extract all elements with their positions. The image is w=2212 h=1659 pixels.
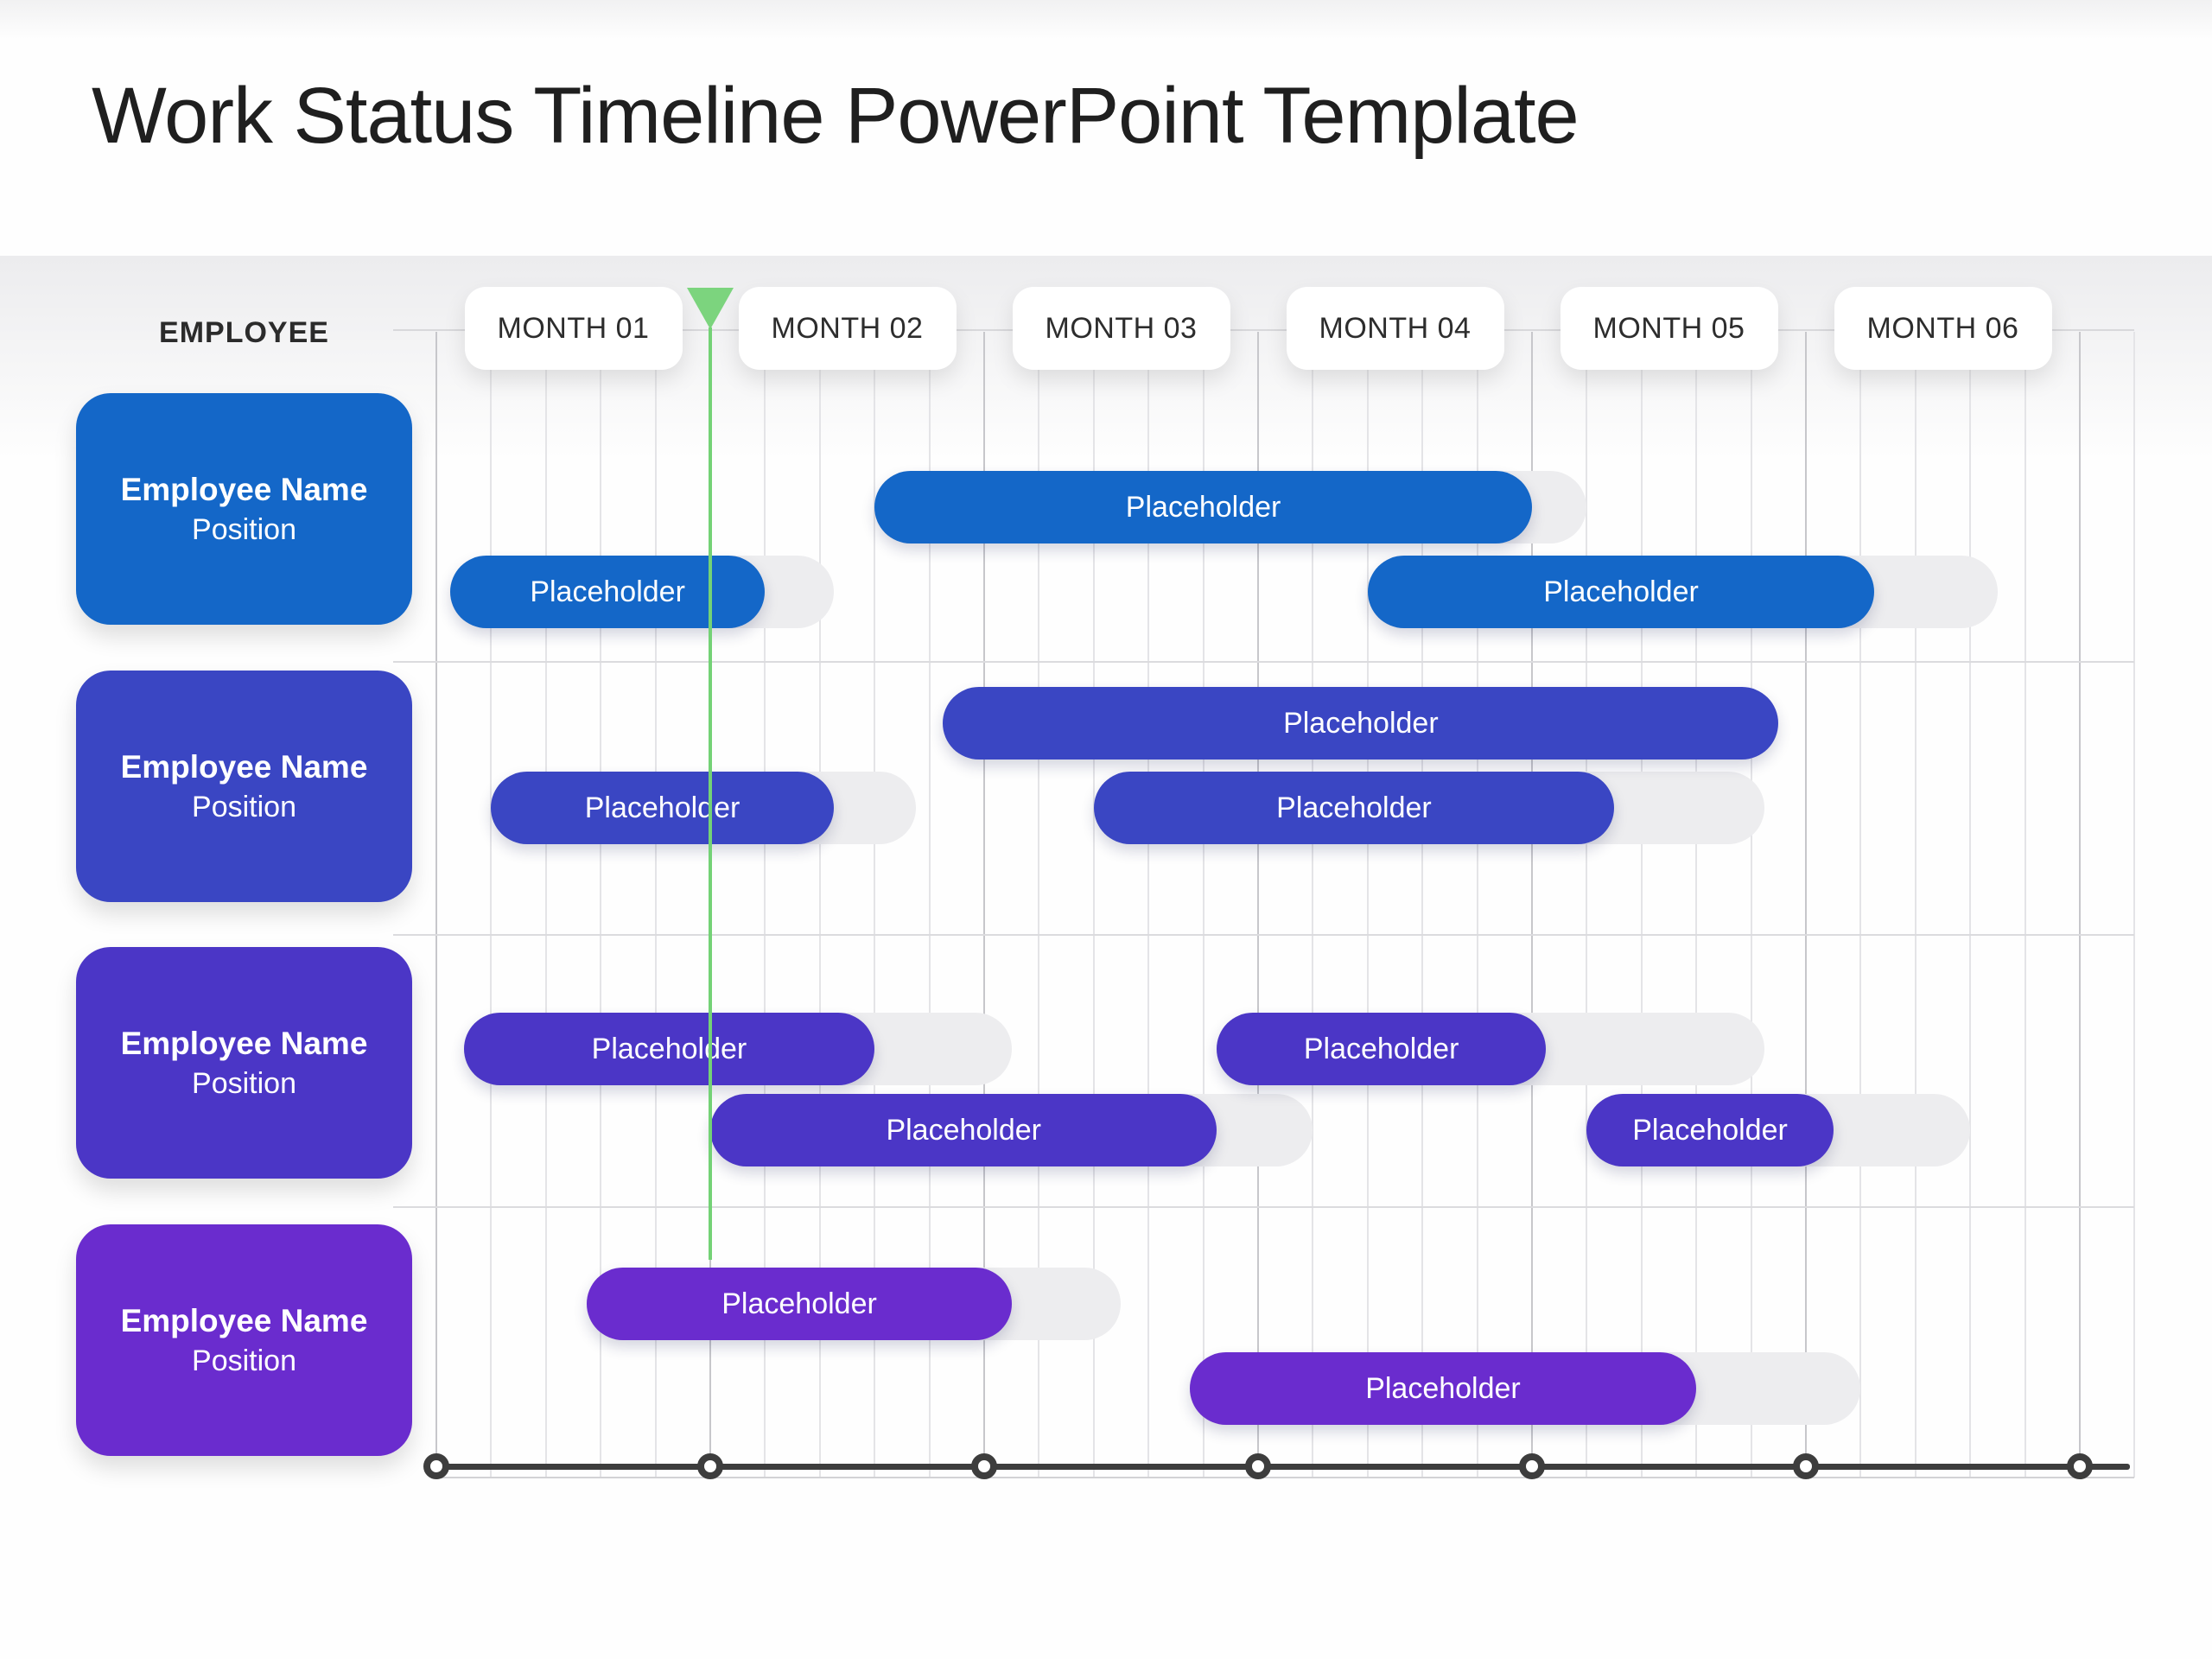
chart-bottom-line xyxy=(436,1477,2134,1478)
employee-name: Employee Name xyxy=(120,471,368,507)
gantt-bar-label: Placeholder xyxy=(530,575,685,608)
gantt-bar-label: Placeholder xyxy=(584,791,741,824)
axis-marker-ring xyxy=(971,1453,997,1479)
today-marker-triangle-icon xyxy=(687,288,734,329)
gantt-bar-label: Placeholder xyxy=(1365,1371,1521,1405)
page-title: Work Status Timeline PowerPoint Template xyxy=(92,72,1580,160)
axis-marker-ring xyxy=(1245,1453,1271,1479)
timeline-axis xyxy=(425,1464,2130,1470)
week-gridline xyxy=(544,332,547,1478)
week-gridline xyxy=(874,332,876,1478)
employee-position: Position xyxy=(192,790,296,823)
gantt-bar-label: Placeholder xyxy=(721,1287,877,1320)
month-boundary-line xyxy=(435,332,437,1478)
month-boundary-line xyxy=(2079,332,2081,1478)
week-gridline xyxy=(490,332,493,1478)
week-gridline xyxy=(1092,332,1095,1478)
gantt-bar: Placeholder xyxy=(1189,1352,1697,1425)
month-boundary-line xyxy=(983,332,985,1478)
gantt-bar-label: Placeholder xyxy=(1125,490,1281,524)
week-gridline xyxy=(2133,332,2136,1478)
gantt-bar: Placeholder xyxy=(1217,1013,1546,1085)
week-gridline xyxy=(600,332,602,1478)
gantt-bar: Placeholder xyxy=(449,556,766,628)
week-gridline xyxy=(1695,332,1698,1478)
week-gridline xyxy=(928,332,931,1478)
gantt-bar-label: Placeholder xyxy=(1632,1113,1788,1147)
month-header-card: MONTH 03 xyxy=(1012,287,1230,370)
month-header-label: MONTH 05 xyxy=(1592,311,1745,345)
month-header-label: MONTH 04 xyxy=(1319,311,1471,345)
week-gridline xyxy=(1421,332,1424,1478)
week-gridline xyxy=(1914,332,1916,1478)
gantt-bar-label: Placeholder xyxy=(1276,791,1432,824)
gantt-bar: Placeholder xyxy=(491,772,834,844)
month-header-label: MONTH 03 xyxy=(1045,311,1198,345)
week-gridline xyxy=(2024,332,2026,1478)
row-separator-line xyxy=(393,1206,2134,1208)
week-gridline xyxy=(654,332,657,1478)
gantt-bar: Placeholder xyxy=(710,1094,1217,1166)
employee-name: Employee Name xyxy=(120,1025,368,1061)
week-gridline xyxy=(1640,332,1643,1478)
axis-marker-ring xyxy=(2067,1453,2093,1479)
today-marker-line xyxy=(709,327,712,1260)
month-header-card: MONTH 01 xyxy=(464,287,683,370)
month-boundary-line xyxy=(1805,332,1807,1478)
week-gridline xyxy=(1859,332,1862,1478)
week-gridline xyxy=(1476,332,1478,1478)
gantt-bar-label: Placeholder xyxy=(886,1113,1041,1147)
week-gridline xyxy=(1586,332,1588,1478)
employee-column-header: EMPLOYEE xyxy=(159,316,329,349)
month-boundary-line xyxy=(1531,332,1533,1478)
employee-name: Employee Name xyxy=(120,748,368,785)
week-gridline xyxy=(1969,332,1972,1478)
axis-marker-ring xyxy=(423,1453,449,1479)
gantt-bar-label: Placeholder xyxy=(1283,706,1439,740)
gantt-bar: Placeholder xyxy=(943,687,1779,760)
month-header-label: MONTH 01 xyxy=(497,311,650,345)
employee-position: Position xyxy=(192,1344,296,1377)
gantt-bar: Placeholder xyxy=(1093,772,1615,844)
gantt-bar: Placeholder xyxy=(463,1013,875,1085)
month-header-card: MONTH 05 xyxy=(1560,287,1778,370)
week-gridline xyxy=(1750,332,1752,1478)
gantt-bar: Placeholder xyxy=(1586,1094,1834,1166)
month-header-label: MONTH 02 xyxy=(771,311,924,345)
gantt-bar: Placeholder xyxy=(1367,556,1875,628)
month-boundary-line xyxy=(1257,332,1259,1478)
employee-position: Position xyxy=(192,1066,296,1100)
week-gridline xyxy=(818,332,821,1478)
gantt-bar: Placeholder xyxy=(587,1268,1012,1340)
week-gridline xyxy=(1366,332,1369,1478)
week-gridline xyxy=(1202,332,1205,1478)
row-separator-line xyxy=(393,934,2134,936)
axis-marker-ring xyxy=(1519,1453,1545,1479)
month-header-label: MONTH 06 xyxy=(1866,311,2019,345)
gantt-bar-label: Placeholder xyxy=(591,1032,747,1065)
month-header-card: MONTH 04 xyxy=(1286,287,1504,370)
gantt-bar-label: Placeholder xyxy=(1303,1032,1459,1065)
employee-position: Position xyxy=(192,512,296,546)
axis-marker-ring xyxy=(1793,1453,1819,1479)
row-separator-line xyxy=(393,661,2134,663)
gantt-bar: Placeholder xyxy=(874,471,1532,543)
gantt-bar-label: Placeholder xyxy=(1543,575,1699,608)
week-gridline xyxy=(1038,332,1040,1478)
week-gridline xyxy=(1312,332,1314,1478)
week-gridline xyxy=(764,332,766,1478)
month-header-card: MONTH 02 xyxy=(738,287,957,370)
axis-marker-ring xyxy=(697,1453,723,1479)
header-axis-line xyxy=(393,329,2134,331)
employee-name: Employee Name xyxy=(120,1302,368,1338)
month-header-card: MONTH 06 xyxy=(1834,287,2052,370)
week-gridline xyxy=(1147,332,1150,1478)
top-gradient xyxy=(0,0,2212,40)
